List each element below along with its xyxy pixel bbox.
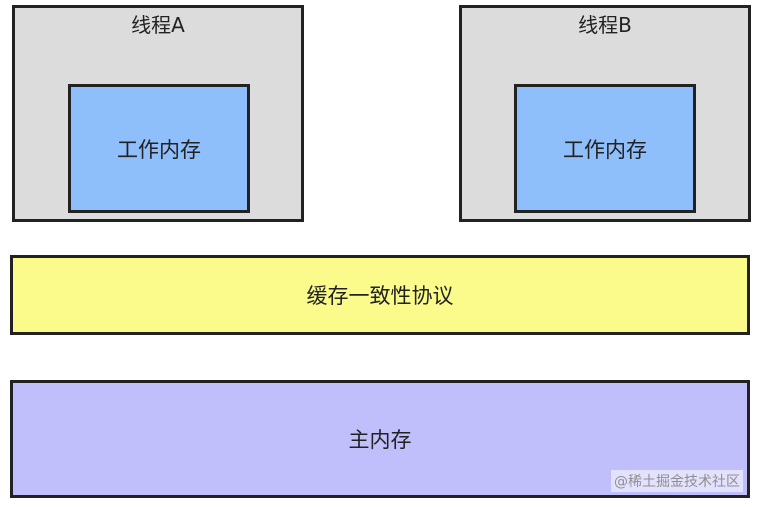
watermark: @稀土掘金技术社区	[611, 470, 743, 492]
thread-b-box: 线程B 工作内存	[459, 5, 751, 222]
thread-b-title: 线程B	[578, 13, 632, 37]
cache-coherence-protocol-layer: 缓存一致性协议	[10, 255, 750, 335]
thread-a-work-memory-label: 工作内存	[117, 137, 201, 162]
main-memory-layer: 主内存	[10, 380, 750, 498]
thread-a-box: 线程A 工作内存	[12, 5, 304, 222]
thread-a-title: 线程A	[131, 13, 185, 37]
main-memory-label: 主内存	[348, 428, 412, 452]
thread-b-work-memory: 工作内存	[514, 84, 696, 213]
thread-b-work-memory-label: 工作内存	[563, 137, 647, 162]
thread-a-work-memory: 工作内存	[68, 84, 250, 213]
cache-coherence-protocol-label: 缓存一致性协议	[306, 284, 454, 308]
